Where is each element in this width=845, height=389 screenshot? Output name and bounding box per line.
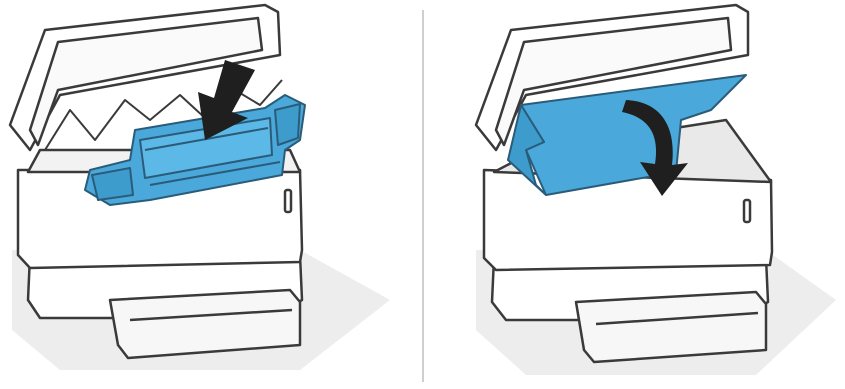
output-tray	[110, 290, 300, 358]
printer-body	[484, 170, 772, 270]
step-2-panel	[426, 0, 845, 389]
step-2-illustration	[426, 0, 845, 389]
status-light	[744, 200, 750, 222]
step-1-panel	[0, 0, 420, 389]
step-1-illustration	[0, 0, 420, 389]
printer-illustration	[476, 5, 772, 362]
output-tray	[576, 292, 766, 362]
printer-illustration	[10, 5, 305, 358]
status-light	[285, 190, 291, 212]
panel-divider	[422, 10, 424, 382]
